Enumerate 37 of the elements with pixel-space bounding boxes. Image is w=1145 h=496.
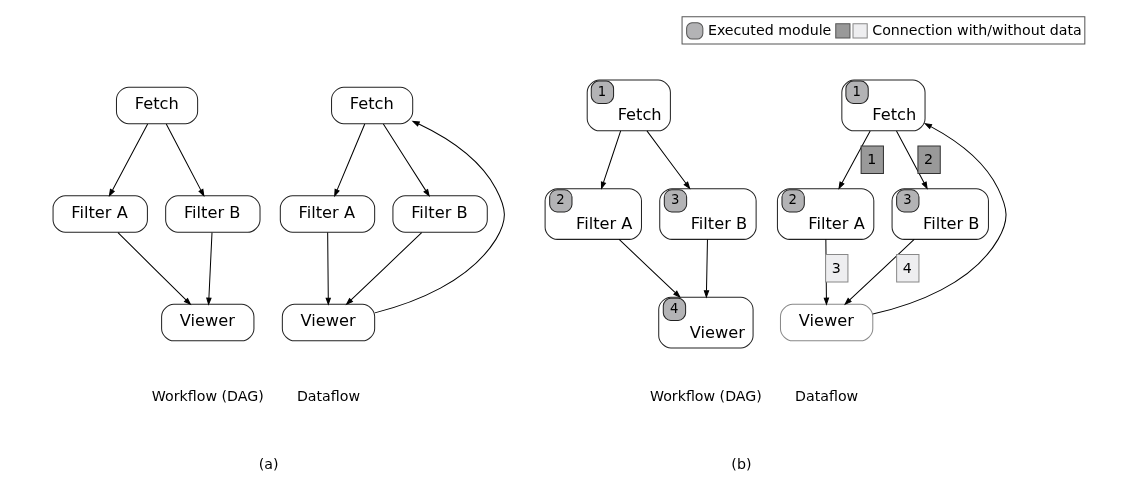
arrow [205,232,212,306]
arrow [117,232,191,306]
edge-label: 4 [902,259,912,276]
legend-label: Connection with/without data [871,21,1082,38]
arrow [600,130,621,190]
arrow [165,123,205,198]
node-box: Filter B [391,195,488,233]
arrow [108,123,148,198]
edge-label: 1 [866,151,876,167]
node-box: Fetch [115,86,198,125]
label: Workflow (DAG) [151,388,264,405]
arrow [324,232,331,306]
arrow [382,123,430,197]
label: (b) [730,456,751,473]
edge-label: 2 [923,151,933,167]
arrow [333,123,365,198]
node-box: Viewer [160,303,254,342]
arrow [645,130,690,190]
label: (a) [258,456,279,473]
arrow [373,120,505,314]
node-box: Filter A [279,195,375,233]
node-box: Viewer [281,303,375,342]
legend-label: Executed module [707,21,831,38]
node-box: Viewer [779,303,873,342]
arrow [618,238,681,298]
arrow [837,130,871,190]
arrow [871,122,1007,315]
node-box: Filter A [52,195,148,233]
arrow [895,130,928,190]
arrow [703,238,709,299]
edge-label: 3 [831,259,841,276]
arrow [345,232,422,306]
label: Workflow (DAG) [649,388,762,405]
label: Dataflow [794,388,858,405]
node-box: Fetch [330,86,413,125]
label: Dataflow [296,388,360,405]
node-box: Filter B [164,195,261,233]
